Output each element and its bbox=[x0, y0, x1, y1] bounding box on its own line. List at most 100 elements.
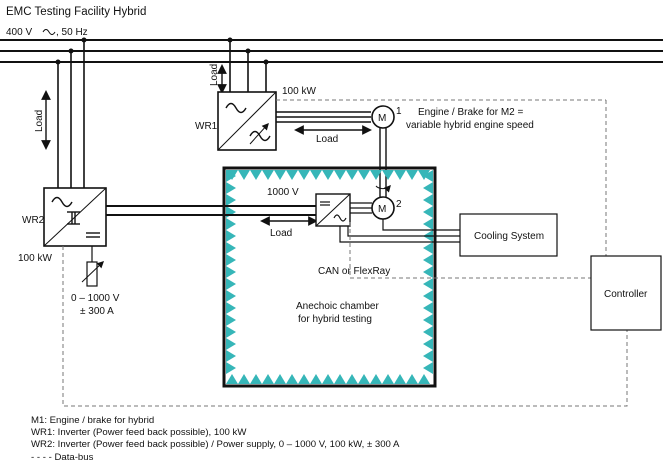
absorber-wedge bbox=[250, 374, 262, 384]
absorber-wedge bbox=[423, 266, 433, 278]
absorber-wedge bbox=[226, 362, 236, 374]
absorber-wedge bbox=[423, 182, 433, 194]
legend: M1: Engine / brake for hybrid WR1: Inver… bbox=[31, 415, 399, 464]
absorber-wedge bbox=[250, 170, 262, 180]
ac-sine-icon bbox=[42, 29, 56, 35]
ac-sine-icon bbox=[333, 214, 347, 222]
absorber-wedge bbox=[262, 374, 274, 384]
motor-m2-number: 2 bbox=[396, 199, 402, 210]
absorber-wedge bbox=[226, 170, 236, 182]
load-arrow-wr1-vertical: Load bbox=[209, 64, 227, 94]
motor-m1-description-line1: Engine / Brake for M2 = bbox=[418, 107, 523, 118]
ac-sine-icon bbox=[249, 130, 271, 142]
absorber-wedge bbox=[334, 374, 346, 384]
absorber-wedge bbox=[226, 218, 236, 230]
absorber-wedge bbox=[370, 170, 382, 180]
rotation-arrow-icon bbox=[375, 184, 391, 193]
chamber-label-line1: Anechoic chamber bbox=[296, 301, 379, 312]
absorber-wedge bbox=[382, 170, 394, 180]
absorber-wedge bbox=[226, 278, 236, 290]
supply-frequency-label: , 50 Hz bbox=[56, 27, 88, 38]
absorber-wedge bbox=[238, 374, 250, 384]
absorber-wedge bbox=[346, 170, 358, 180]
cooling-pipes bbox=[339, 219, 460, 243]
absorber-wedge bbox=[226, 230, 236, 242]
absorber-wedge bbox=[286, 374, 298, 384]
absorber-wedge bbox=[226, 314, 236, 326]
three-phase-bus bbox=[0, 39, 663, 63]
legend-item-wr1: WR1: Inverter (Power feed back possible)… bbox=[31, 427, 247, 439]
dc-link-lines bbox=[106, 205, 316, 216]
absorber-wedge bbox=[370, 374, 382, 384]
absorber-wedge bbox=[226, 194, 236, 206]
wr1-feed-lines bbox=[229, 40, 267, 92]
absorber-wedge bbox=[310, 170, 322, 180]
ac-sine-icon bbox=[225, 102, 247, 114]
absorber-wedge bbox=[406, 170, 418, 180]
chamber-label-line2: for hybrid testing bbox=[298, 314, 372, 325]
absorber-wedge bbox=[423, 326, 433, 338]
absorber-wedge bbox=[238, 170, 250, 180]
wr2-power-label: 100 kW bbox=[18, 253, 52, 264]
absorber-wedge bbox=[262, 170, 274, 180]
absorber-wedge bbox=[226, 254, 236, 266]
motor-m1-description-line2: variable hybrid engine speed bbox=[406, 120, 534, 131]
absorber-wedge bbox=[226, 350, 236, 362]
absorber-wedge bbox=[423, 338, 433, 350]
absorber-wedge bbox=[226, 326, 236, 338]
absorber-wedge bbox=[358, 374, 370, 384]
wr1-power-label: 100 kW bbox=[282, 86, 316, 97]
controller-box bbox=[590, 255, 662, 331]
data-bus-lines bbox=[62, 99, 628, 407]
absorber-wedge bbox=[226, 302, 236, 314]
absorber-wedge bbox=[226, 266, 236, 278]
legend-item-wr2: WR2: Inverter (Power feed back possible)… bbox=[31, 439, 400, 451]
absorber-wedge bbox=[346, 374, 358, 384]
absorber-wedge bbox=[423, 278, 433, 290]
absorber-wedge bbox=[423, 350, 433, 362]
absorber-wedge bbox=[423, 194, 433, 206]
absorber-wedge bbox=[274, 170, 286, 180]
absorber-wedge bbox=[423, 170, 433, 182]
absorber-wedge bbox=[394, 374, 406, 384]
dc-capacitor-icon bbox=[67, 211, 80, 225]
motor-m1-symbol: M bbox=[378, 113, 386, 124]
variable-supply-icon bbox=[81, 261, 105, 287]
absorber-wedge bbox=[226, 242, 236, 254]
motor-m2: M bbox=[371, 196, 395, 220]
load-arrow-inverter-horizontal: Load bbox=[260, 216, 318, 239]
wr1-to-m1-lines bbox=[276, 111, 371, 123]
wr1-label: WR1 bbox=[195, 121, 218, 132]
load-arrow-wr2-vertical: Load bbox=[34, 90, 51, 150]
legend-item-data-bus: - - - - Data-bus bbox=[31, 451, 94, 463]
absorber-wedge bbox=[322, 374, 334, 384]
absorber-wedge bbox=[274, 374, 286, 384]
wr2-current-range: ± 300 A bbox=[80, 306, 114, 317]
absorber-wedge bbox=[226, 182, 236, 194]
absorber-wedges bbox=[226, 170, 433, 384]
wr2-feed-lines bbox=[57, 40, 85, 188]
absorber-wedge bbox=[334, 170, 346, 180]
absorber-wedge bbox=[358, 170, 370, 180]
absorber-wedge bbox=[406, 374, 418, 384]
absorber-wedge bbox=[298, 170, 310, 180]
absorber-wedge bbox=[423, 206, 433, 218]
absorber-wedge bbox=[382, 374, 394, 384]
absorber-wedge bbox=[423, 218, 433, 230]
wr1-inverter bbox=[217, 91, 277, 151]
load-label-inverter: Load bbox=[270, 228, 292, 239]
motor-m1-number: 1 bbox=[396, 106, 402, 117]
absorber-wedge bbox=[226, 290, 236, 302]
ac-sine-icon bbox=[51, 196, 73, 208]
load-label-wr1-vertical: Load bbox=[209, 64, 220, 86]
variable-frequency-arrow-icon bbox=[249, 122, 269, 145]
absorber-wedge bbox=[423, 302, 433, 314]
absorber-wedge bbox=[322, 170, 334, 180]
shaft-m1-m2 bbox=[379, 128, 387, 197]
absorber-wedge bbox=[286, 170, 298, 180]
absorber-wedge bbox=[418, 170, 430, 180]
load-arrow-wr1-horizontal: Load bbox=[294, 125, 372, 145]
anechoic-chamber-wall bbox=[222, 166, 437, 388]
chamber-inverter bbox=[315, 193, 351, 227]
